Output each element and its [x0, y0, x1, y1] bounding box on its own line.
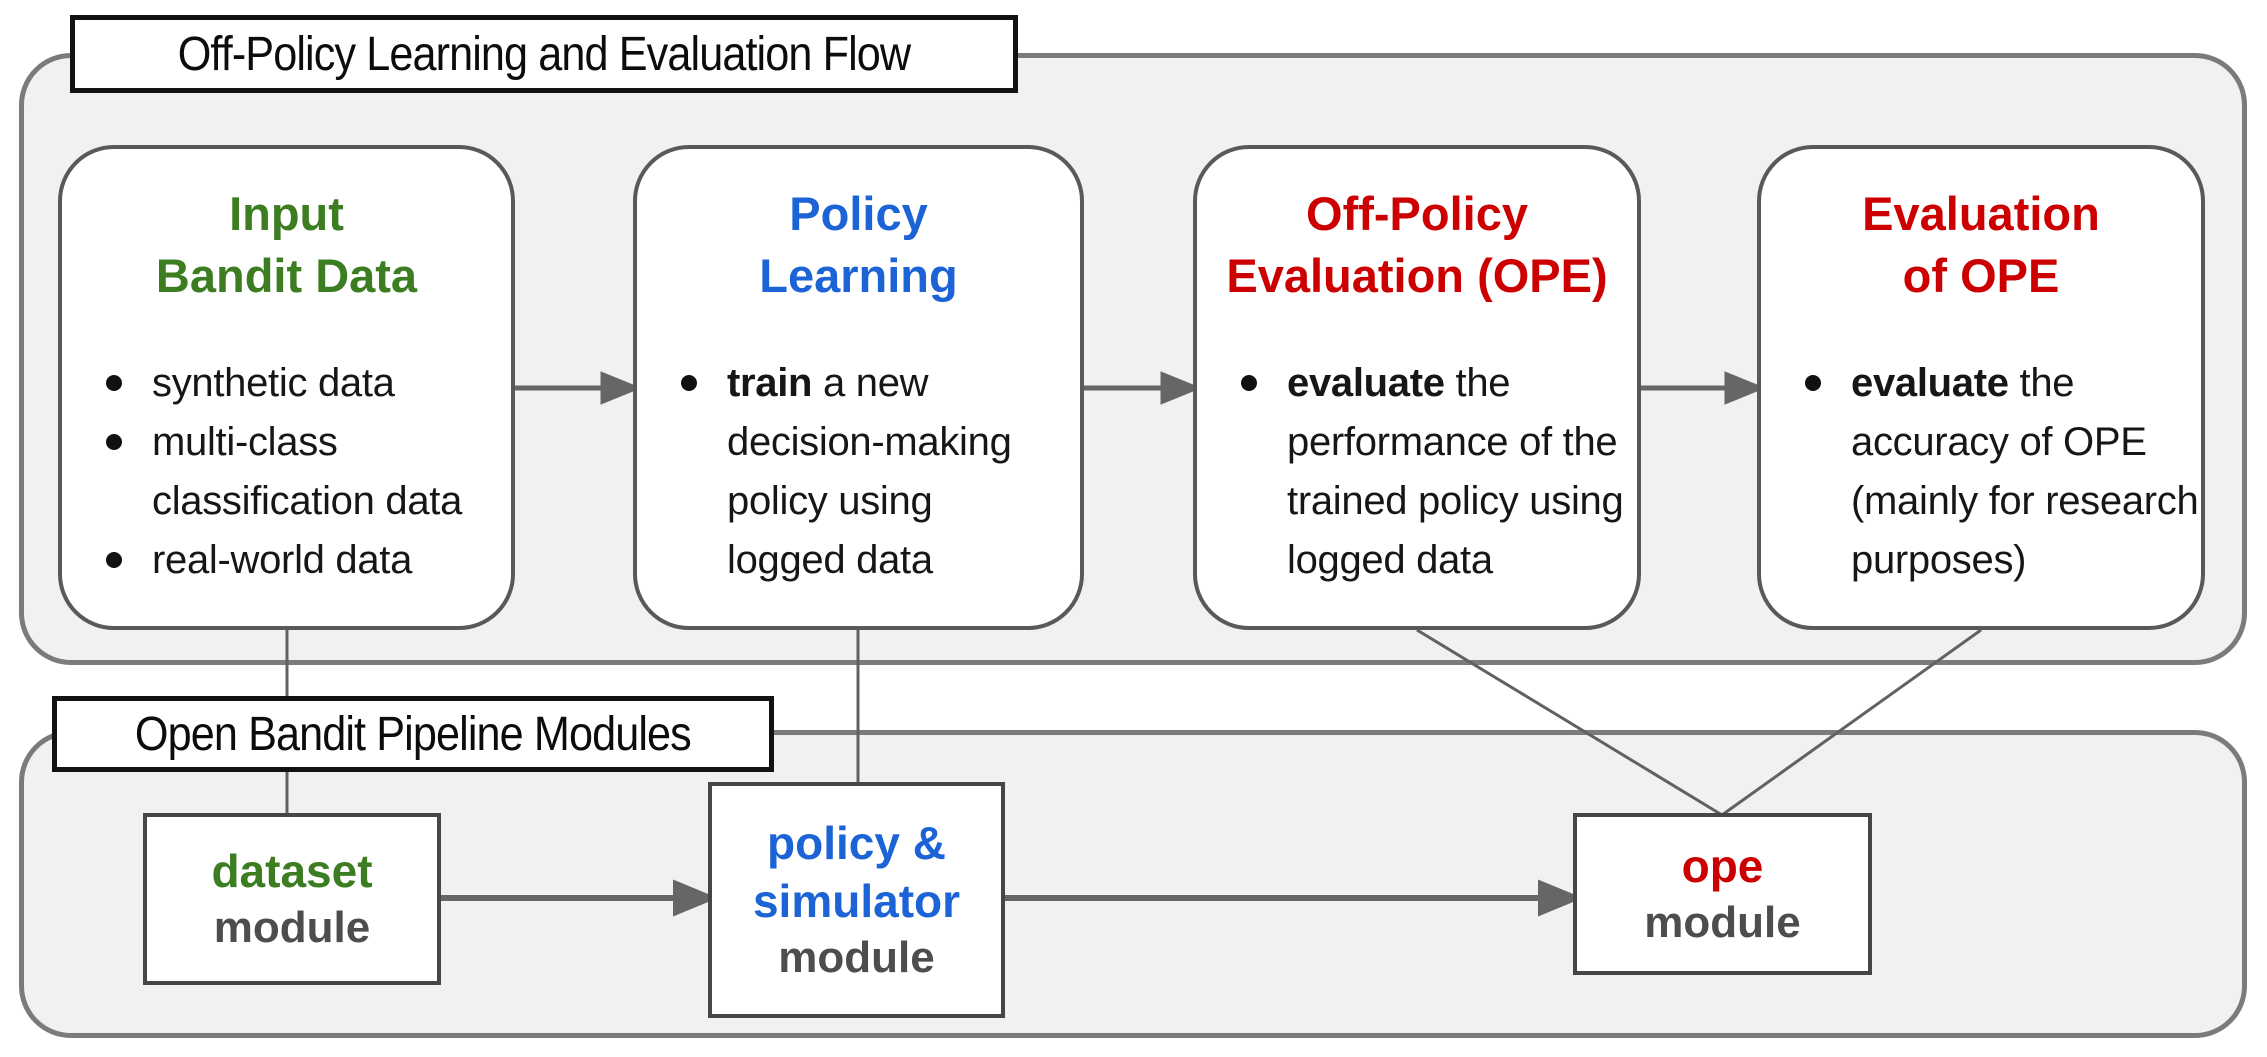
arrow-ope-to-evalope-head-icon [1724, 371, 1766, 405]
flow-box-input-bandit-data: Input Bandit Data synthetic data multi-c… [58, 145, 515, 630]
bullet-dot-icon [681, 375, 697, 391]
bullet-list: synthetic data multi-class classificatio… [62, 354, 511, 590]
flow-box-policy-learning: Policy Learning train a new decision-mak… [633, 145, 1084, 630]
bullet-dot-icon [1805, 375, 1821, 391]
bullet-dot-icon [106, 375, 122, 391]
bullet-list: evaluate the performance of the trained … [1197, 354, 1637, 590]
bullet-item: evaluate the performance of the trained … [1241, 354, 1629, 590]
flow-box-title: Policy Learning [759, 187, 958, 302]
module-box-ope: ope module [1573, 813, 1872, 975]
bullet-text: evaluate the accuracy of OPE (mainly for… [1851, 361, 2199, 582]
module-subtitle: module [213, 903, 371, 952]
flow-section-title-box: Off-Policy Learning and Evaluation Flow [70, 15, 1018, 93]
connector-evalope-to-opemodule [1721, 628, 1982, 817]
flow-box-evaluation-of-ope: Evaluation of OPE evaluate the accuracy … [1757, 145, 2205, 630]
bullet-list: train a new decision-making policy using… [637, 354, 1080, 590]
connector-ope-to-opemodule [1416, 628, 1723, 817]
flow-box-title: Input Bandit Data [155, 187, 418, 302]
bullet-text: train a new decision-making policy using… [727, 361, 1012, 582]
module-subtitle: module [778, 933, 935, 982]
arrow-dataset-to-policymodule-head-icon [673, 879, 718, 917]
arrow-policy-to-ope-head-icon [1160, 371, 1202, 405]
flow-box-title: Evaluation of OPE [1862, 187, 2100, 302]
bullet-text: multi-class classification data [152, 420, 463, 523]
flow-box-off-policy-evaluation: Off-Policy Evaluation (OPE) evaluate the… [1193, 145, 1641, 630]
module-box-policy-simulator: policy & simulator module [708, 782, 1005, 1018]
module-name: dataset [211, 845, 373, 897]
modules-section-title-box: Open Bandit Pipeline Modules [52, 696, 774, 772]
bullet-item: evaluate the accuracy of OPE (mainly for… [1805, 354, 2199, 590]
arrow-policymodule-to-opemodule-head-icon [1538, 879, 1583, 917]
flow-section-title: Off-Policy Learning and Evaluation Flow [177, 27, 911, 81]
module-subtitle: module [1644, 898, 1801, 947]
bullet-text: real-world data [152, 538, 413, 582]
bullet-item: train a new decision-making policy using… [681, 354, 1072, 590]
bullet-dot-icon [106, 552, 122, 568]
flow-box-title: Off-Policy Evaluation (OPE) [1226, 187, 1608, 302]
module-box-dataset: dataset module [143, 813, 441, 985]
module-name: ope [1681, 840, 1764, 892]
module-name: policy & simulator [752, 817, 961, 927]
bullet-item: synthetic data [106, 354, 503, 413]
bullet-item: multi-class classification data [106, 413, 503, 531]
arrow-input-to-policy-head-icon [600, 371, 642, 405]
modules-section-title: Open Bandit Pipeline Modules [135, 707, 692, 761]
bullet-item: real-world data [106, 531, 503, 590]
bullet-dot-icon [106, 434, 122, 450]
bullet-list: evaluate the accuracy of OPE (mainly for… [1761, 354, 2201, 590]
bullet-dot-icon [1241, 375, 1257, 391]
bullet-text: synthetic data [152, 361, 395, 405]
bullet-text: evaluate the performance of the trained … [1287, 361, 1624, 582]
